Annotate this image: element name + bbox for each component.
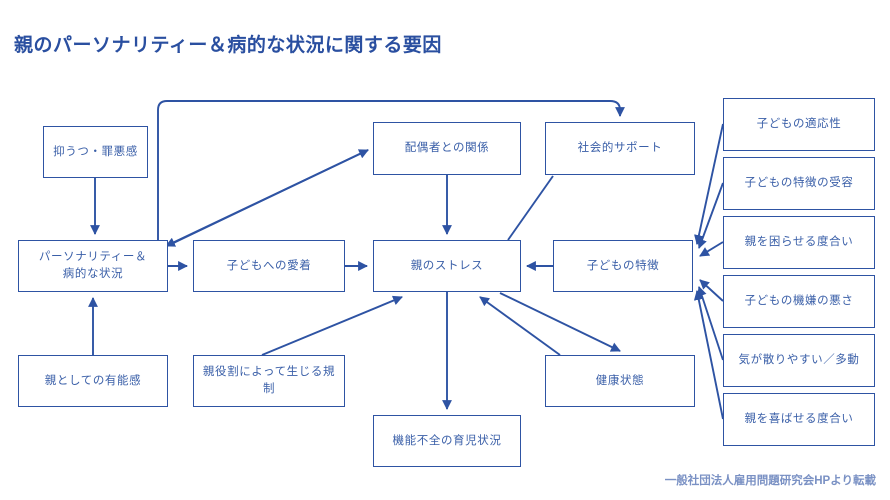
node-attachment[interactable]: 子どもへの愛着 [193,240,345,292]
node-restriction[interactable]: 親役割によって生じる規制 [193,355,345,407]
node-spouse-relationship[interactable]: 配偶者との関係 [373,122,521,175]
page-title: 親のパーソナリティー＆病的な状況に関する要因 [14,35,442,56]
node-health-status[interactable]: 健康状態 [545,355,695,407]
node-demandingness[interactable]: 親を困らせる度合い [723,216,875,269]
node-social-support[interactable]: 社会的サポート [545,122,695,175]
node-label: 親のストレス [410,259,484,272]
node-child-traits[interactable]: 子どもの特徴 [553,240,693,292]
node-label: 気が散りやすい／多動 [738,354,860,367]
edge-adaptability-childtraits [694,123,724,245]
node-label: 健康状態 [595,374,645,387]
edge-restriction-stress [261,295,403,356]
edge-acceptance-childtraits [697,182,724,249]
edge-stress-health [499,292,621,352]
node-label: 親としての有能感 [44,374,142,387]
node-label: 子どもの機嫌の悪さ [744,295,854,308]
edge-demanding-childtraits [699,241,724,257]
edge-stress-support [507,175,554,241]
node-distractibility-hyperactivity[interactable]: 気が散りやすい／多動 [723,334,875,387]
edge-pleasing-childtraits [693,290,724,420]
edge-spouse-personality-arrowhead [165,149,369,247]
edge-support-personality-routed [157,100,625,240]
node-depression[interactable]: 抑うつ・罪悪感 [43,126,148,178]
source-caption: 一般社団法人雇用問題研究会HPより転載 [664,475,876,487]
node-label: 配偶者との関係 [404,142,490,155]
node-child-moodiness[interactable]: 子どもの機嫌の悪さ [723,275,875,328]
node-trait-acceptance[interactable]: 子どもの特徴の受容 [723,157,875,210]
node-label: 親を喜ばせる度合い [744,413,854,426]
node-personality[interactable]: パーソナリティー＆ 病的な状況 [18,240,168,292]
node-label: 社会的サポート [577,142,663,155]
node-competence[interactable]: 親としての有能感 [18,355,168,407]
node-label: 機能不全の育児状況 [392,434,502,447]
node-label: 親を困らせる度合い [744,236,854,249]
node-label: 親役割によって生じる規制 [202,366,336,395]
node-label: パーソナリティー＆ 病的な状況 [38,251,148,280]
node-dysfunctional-parenting[interactable]: 機能不全の育児状況 [373,415,521,467]
node-label: 子どもへの愛着 [226,259,312,272]
node-child-adaptability[interactable]: 子どもの適応性 [723,98,875,151]
node-parent-stress[interactable]: 親のストレス [373,240,521,292]
edge-moodiness-childtraits [699,279,724,302]
node-label: 子どもの特徴 [586,259,660,272]
edge-health-stress [479,296,561,356]
node-label: 子どもの特徴の受容 [744,177,854,190]
node-label: 抑うつ・罪悪感 [53,145,138,158]
node-parent-pleasing[interactable]: 親を喜ばせる度合い [723,393,875,446]
node-label: 子どもの適応性 [756,118,842,131]
